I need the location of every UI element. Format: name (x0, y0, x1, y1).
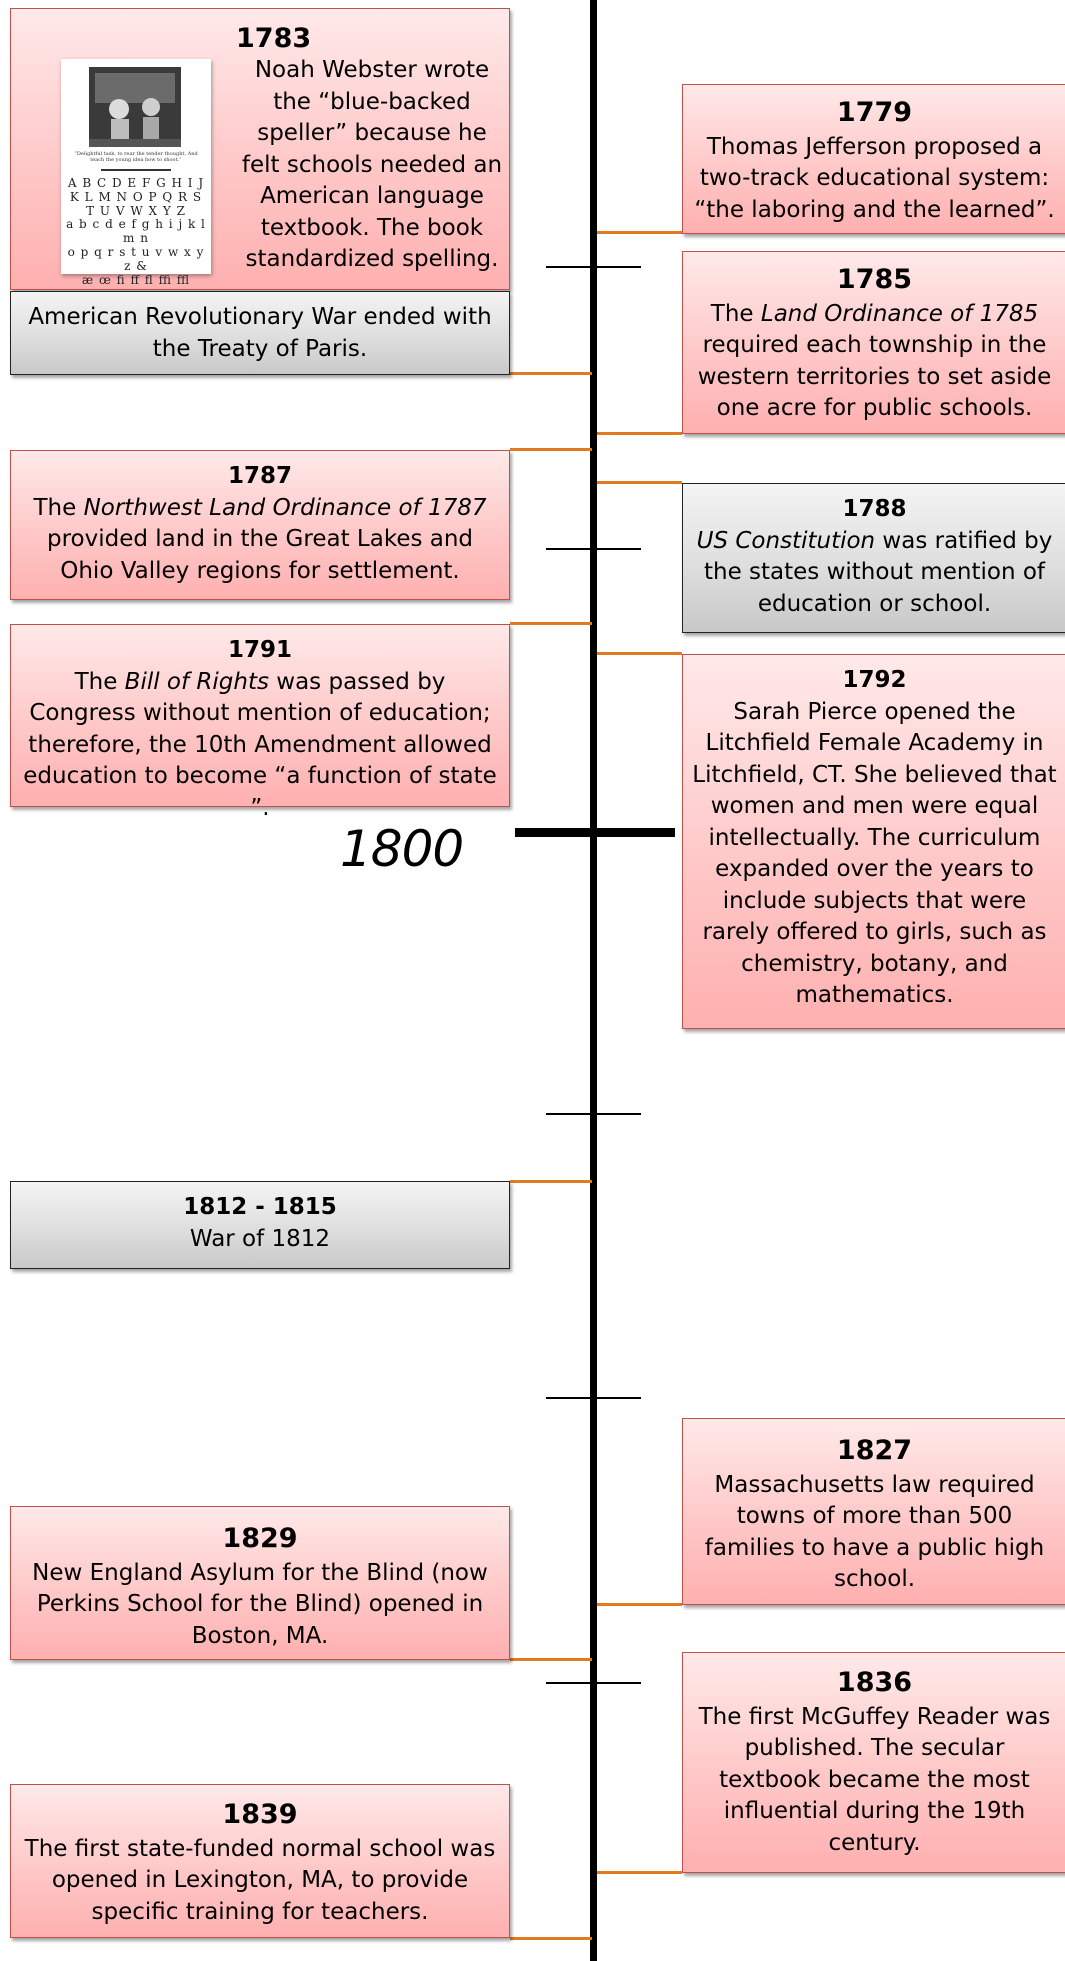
event-year: 1839 (222, 1799, 298, 1830)
connector (510, 1180, 592, 1183)
event-card-1839: 1839 The first state-funded normal schoo… (10, 1784, 510, 1938)
event-text-line: standardized spelling. (245, 246, 499, 272)
event-year: 1788 (842, 496, 907, 522)
event-card-1788: 1788 US Constitution was ratified by the… (682, 483, 1065, 633)
event-text: Massachusetts law required towns of more… (704, 1471, 1045, 1593)
event-year: 1791 (227, 637, 292, 663)
connector (597, 1871, 682, 1874)
connector (597, 1603, 682, 1606)
event-text-italic: Bill of Rights (124, 668, 269, 695)
timeline-tick (546, 1682, 641, 1684)
event-text-line: Noah Webster wrote (254, 57, 490, 83)
era-label: 1800 (340, 820, 464, 878)
event-year: 1792 (842, 667, 907, 693)
event-text: was ratified by the states without menti… (703, 527, 1053, 617)
event-year: 1836 (836, 1667, 913, 1698)
event-year: 1827 (836, 1435, 913, 1466)
event-card-1792: 1792 Sarah Pierce opened the Litchfield … (682, 654, 1065, 1029)
speller-letter-row: æ œ ﬁ ﬀ ﬂ ﬃ ﬄ (81, 272, 191, 287)
event-card-1783-webster: “Delightful task, to rear the tender tho… (10, 8, 510, 290)
event-text: Sarah Pierce opened the Litchfield Femal… (692, 698, 1057, 1009)
event-card-1783-war: American Revolutionary War ended with th… (10, 291, 510, 375)
event-text: The (33, 494, 84, 521)
timeline-tick (546, 1113, 641, 1115)
woodcut-illustration-icon (89, 67, 181, 147)
timeline-tick (546, 266, 641, 268)
event-card-1791: 1791 The Bill of Rights was passed by Co… (10, 624, 510, 821)
speller-letter-row: o p q r s t u v w x y z & (67, 244, 205, 273)
event-text-italic: US Constitution (696, 527, 876, 554)
speller-letters: A B C D E F G H I J K L M N O P Q R S T … (65, 176, 207, 287)
event-year: 1787 (227, 463, 292, 489)
connector (597, 481, 682, 484)
connector (510, 1937, 592, 1940)
event-text: American Revolutionary War ended with th… (28, 304, 492, 362)
blue-backed-speller-image: “Delightful task, to rear the tender tho… (61, 59, 211, 286)
event-card-1779: 1779 Thomas Jefferson proposed a two-tra… (682, 84, 1065, 234)
event-text-line: speller” because he (257, 120, 487, 146)
event-text: The (710, 300, 761, 327)
event-text: War of 1812 (189, 1225, 331, 1252)
timeline-major-tick (515, 828, 675, 837)
event-card-1787: 1787 The Northwest Land Ordinance of 178… (10, 450, 510, 600)
event-text: was passed by Congress without mention o… (23, 668, 497, 821)
speller-letter-row: a b c d e f g h i j k l m n (66, 217, 206, 246)
event-text-line: textbook. The book (260, 214, 484, 241)
event-text-line: American language (260, 183, 484, 209)
speller-letter-row: K L M N O P Q R S (69, 189, 203, 204)
event-text-italic: Land Ordinance of 1785 (760, 300, 1039, 327)
timeline-tick (546, 548, 641, 550)
connector (510, 372, 592, 375)
speller-divider (101, 169, 171, 171)
connector (597, 432, 682, 435)
event-card-1812: 1812 - 1815 War of 1812 (10, 1181, 510, 1269)
event-text-line: the “blue-backed (273, 88, 471, 115)
event-text: The first McGuffey Reader was published.… (698, 1703, 1051, 1856)
event-year: 1783 (236, 23, 312, 54)
connector (597, 652, 682, 655)
connector (510, 448, 592, 451)
event-card-1829: 1829 New England Asylum for the Blind (n… (10, 1506, 510, 1660)
event-year: 1812 - 1815 (183, 1194, 337, 1220)
event-text-line: felt schools needed an (241, 151, 503, 178)
event-text: Thomas Jefferson proposed a two-track ed… (694, 133, 1055, 223)
event-text: The (74, 668, 125, 695)
speller-letter-row: T U V W X Y Z (86, 203, 186, 218)
event-card-1836: 1836 The first McGuffey Reader was publi… (682, 1652, 1065, 1873)
event-year: 1779 (836, 97, 913, 128)
event-year: 1785 (836, 264, 913, 295)
event-card-1827: 1827 Massachusetts law required towns of… (682, 1418, 1065, 1605)
timeline-axis (590, 0, 597, 1961)
event-year: 1829 (222, 1523, 298, 1554)
speller-letter-row: A B C D E F G H I J (67, 176, 205, 190)
event-card-1785: 1785 The Land Ordinance of 1785 required… (682, 251, 1065, 434)
event-text: required each township in the western te… (697, 332, 1052, 422)
event-text: New England Asylum for the Blind (now Pe… (32, 1559, 488, 1649)
connector (510, 1658, 592, 1661)
connector (510, 622, 592, 625)
timeline-tick (546, 1397, 641, 1399)
connector (597, 231, 682, 234)
event-text: The first state-funded normal school was… (24, 1835, 496, 1925)
speller-motto: “Delightful task, to rear the tender tho… (74, 151, 198, 163)
event-text: provided land in the Great Lakes and Ohi… (46, 526, 474, 584)
event-text-italic: Northwest Land Ordinance of 1787 (83, 494, 487, 521)
